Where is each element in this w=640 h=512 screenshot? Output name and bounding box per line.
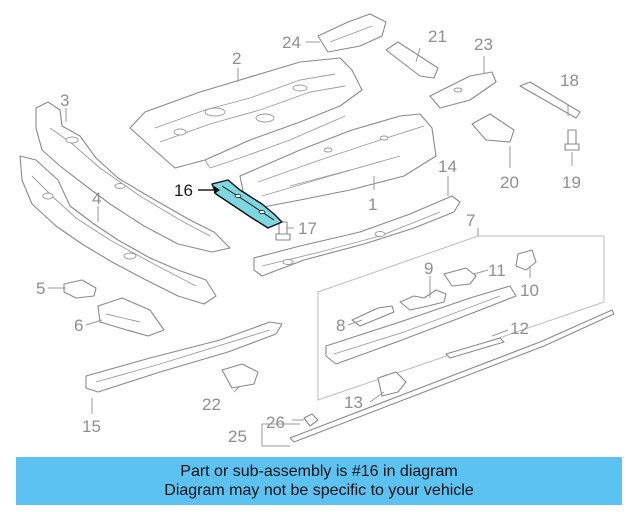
banner-line-disclaimer: Diagram may not be specific to your vehi… [164, 482, 474, 499]
part-9-reinforcement [399, 289, 447, 311]
callout-2: 2 [232, 49, 241, 68]
callout-17: 17 [298, 219, 317, 238]
callout-18: 18 [560, 71, 579, 90]
part-18-bracket [519, 81, 581, 119]
part-17-bolt [275, 221, 291, 241]
part-14-rocker-inner [253, 195, 461, 277]
parts-diagram: 2 3 4 5 6 7 8 9 10 11 12 13 14 15 16 17 … [19, 13, 615, 447]
leader-lines [48, 41, 573, 447]
callout-24: 24 [282, 33, 301, 52]
callout-25: 25 [228, 427, 247, 446]
part-23-bracket [429, 71, 497, 109]
callout-15: 15 [82, 417, 101, 436]
callout-21: 21 [428, 27, 447, 46]
part-26-clip [303, 413, 319, 427]
part-11-bracket [443, 267, 477, 287]
callout-22: 22 [202, 395, 221, 414]
part-3-side-rail [35, 101, 231, 253]
part-2-floor-pan [129, 57, 363, 169]
callout-3: 3 [60, 91, 69, 110]
part-7-group-box [317, 228, 605, 401]
part-5-bracket [63, 279, 97, 299]
part-12-strip [445, 337, 505, 359]
part-24-bracket [317, 13, 387, 53]
callout-8: 8 [336, 316, 345, 335]
callout-4: 4 [92, 189, 101, 208]
callout-23: 23 [474, 35, 493, 54]
callout-16: 16 [174, 181, 193, 200]
callout-26: 26 [266, 413, 285, 432]
part-22-bracket [221, 363, 259, 389]
part-4-side-rail [19, 155, 217, 305]
part-13-bracket [377, 371, 407, 397]
part-7-rocker-outer [325, 285, 517, 365]
callout-12: 12 [510, 319, 529, 338]
callout-6: 6 [74, 316, 83, 335]
part-21-bracket [385, 41, 439, 79]
part-25-molding [289, 309, 615, 443]
part-6-bracket [97, 297, 165, 337]
callout-13: 13 [344, 393, 363, 412]
part-16-highlighted [211, 179, 283, 229]
part-10-bracket [515, 249, 537, 271]
callout-14: 14 [438, 157, 457, 176]
part-8-bracket [351, 305, 395, 327]
part-1-center-floor [239, 113, 437, 209]
callout-10: 10 [520, 281, 539, 300]
callout-20: 20 [500, 173, 519, 192]
part-19-bolt [564, 129, 580, 151]
callout-5: 5 [36, 279, 45, 298]
callout-labels: 2 3 4 5 6 7 8 9 10 11 12 13 14 15 16 17 … [36, 27, 581, 446]
callout-19: 19 [562, 173, 581, 192]
callout-9: 9 [424, 259, 433, 278]
callout-11: 11 [488, 261, 506, 280]
part-15-side-sill [85, 321, 283, 393]
banner-line-part-number: Part or sub-assembly is #16 in diagram [180, 463, 458, 480]
callout-1: 1 [368, 195, 377, 214]
info-banner: Part or sub-assembly is #16 in diagram D… [16, 457, 622, 505]
callout-7: 7 [466, 211, 475, 230]
part-20-bracket [471, 113, 515, 143]
